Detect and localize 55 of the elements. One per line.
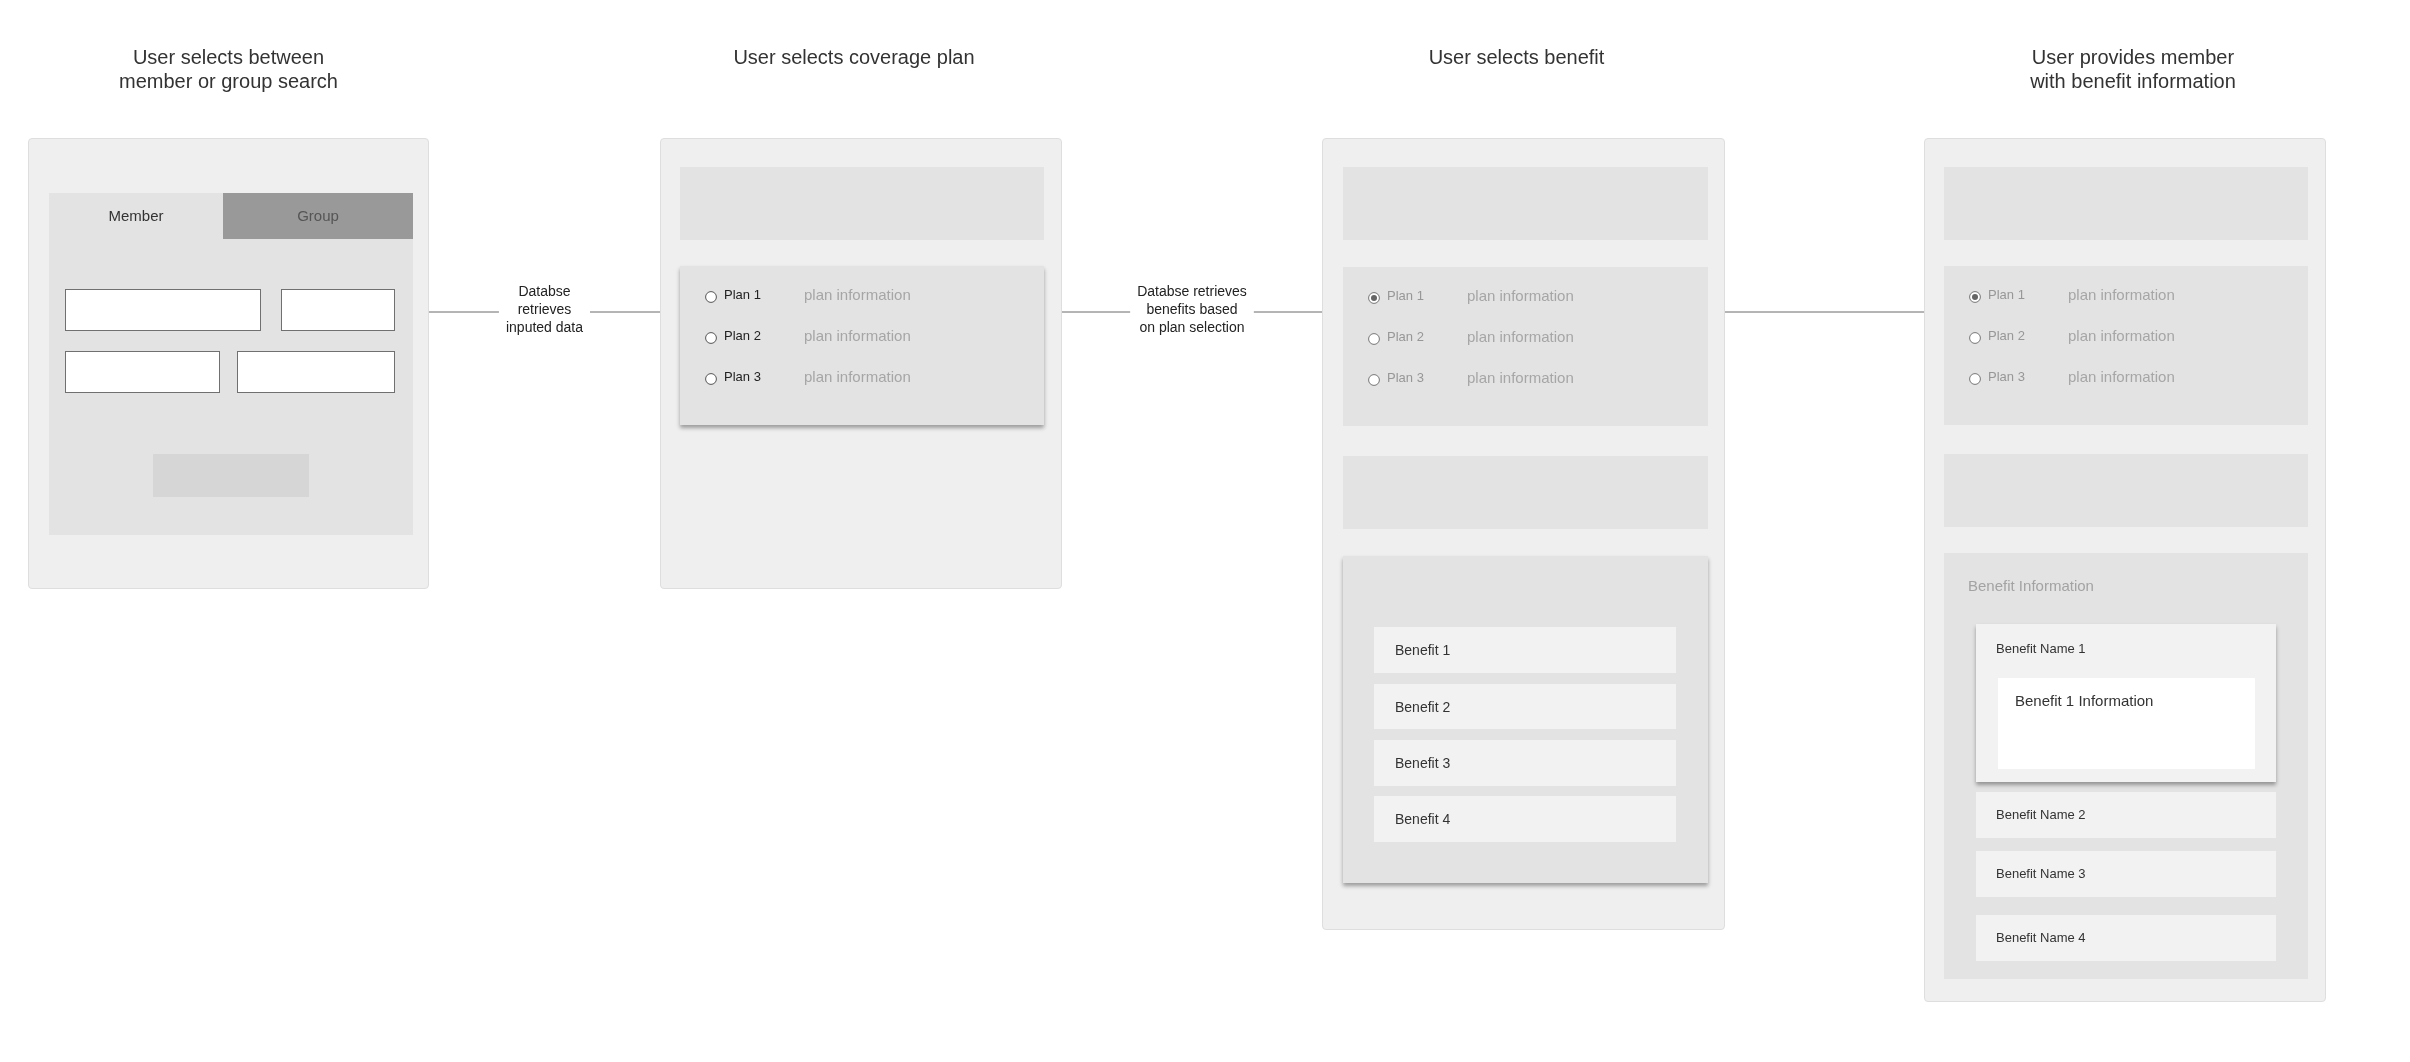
- connector-line: [428, 311, 661, 313]
- input-field: [65, 351, 220, 393]
- edge-label: Databse retrieves inputed data: [505, 283, 584, 335]
- list-item-label: Benefit Name 4: [1996, 929, 2086, 947]
- step-heading: User selects benefit: [1428, 46, 1605, 68]
- detail-text: Benefit 1 Information: [2015, 692, 2154, 710]
- list-item-label: Benefit Name 3: [1996, 865, 2086, 883]
- screen-panel: [28, 138, 429, 589]
- radio-list-panel: [1944, 266, 2308, 425]
- expanded-list-item: [1976, 624, 2276, 782]
- step-heading: User selects coverage plan: [733, 46, 975, 68]
- option-description: plan information: [2068, 368, 2175, 386]
- option-label: Plan 1: [1387, 287, 1424, 305]
- list-card: [1343, 556, 1708, 883]
- option-label: Plan 1: [1988, 286, 2025, 304]
- option-label: Plan 3: [1387, 369, 1424, 387]
- connector-line: [1724, 311, 1925, 313]
- tab-label: Group: [297, 207, 339, 225]
- input-field: [237, 351, 395, 393]
- option-description: plan information: [804, 327, 911, 345]
- form-card: [49, 193, 413, 535]
- option-description: plan information: [804, 368, 911, 386]
- tab-label: Member: [108, 207, 164, 225]
- list-item-label: Benefit Name 2: [1996, 806, 2086, 824]
- list-item-label: Benefit Name 1: [1996, 640, 2086, 658]
- option-description: plan information: [1467, 287, 1574, 305]
- option-label: Plan 1: [724, 286, 761, 304]
- step-heading: User provides member with benefit information: [2030, 46, 2236, 92]
- screen-panel: [660, 138, 1062, 589]
- option-label: Plan 2: [1988, 327, 2025, 345]
- list-item-label: Benefit 4: [1395, 810, 1451, 828]
- option-description: plan information: [1467, 328, 1574, 346]
- section-label: Benefit Information: [1968, 577, 2094, 595]
- tab: [223, 193, 413, 239]
- option-description: plan information: [804, 286, 911, 304]
- option-description: plan information: [2068, 286, 2175, 304]
- option-label: Plan 2: [724, 327, 761, 345]
- input-field: [65, 289, 261, 331]
- list-item-label: Benefit 3: [1395, 754, 1451, 772]
- radio-list-panel: [1343, 267, 1708, 426]
- option-label: Plan 3: [1988, 368, 2025, 386]
- screen-panel: [1924, 138, 2326, 1002]
- radio-list-panel: [680, 266, 1044, 425]
- step-heading: User selects between member or group search: [119, 46, 338, 92]
- option-label: Plan 3: [724, 368, 761, 386]
- edge-label: Databse retrieves benefits based on plan selection: [1137, 283, 1247, 335]
- option-description: plan information: [2068, 327, 2175, 345]
- content-panel: [1944, 553, 2308, 979]
- screen-panel: [1322, 138, 1725, 930]
- option-description: plan information: [1467, 369, 1574, 387]
- input-field: [281, 289, 395, 331]
- list-item-label: Benefit 2: [1395, 697, 1451, 716]
- connector-line: [1061, 311, 1323, 313]
- list-item-label: Benefit 1: [1395, 641, 1451, 659]
- option-label: Plan 2: [1387, 328, 1424, 346]
